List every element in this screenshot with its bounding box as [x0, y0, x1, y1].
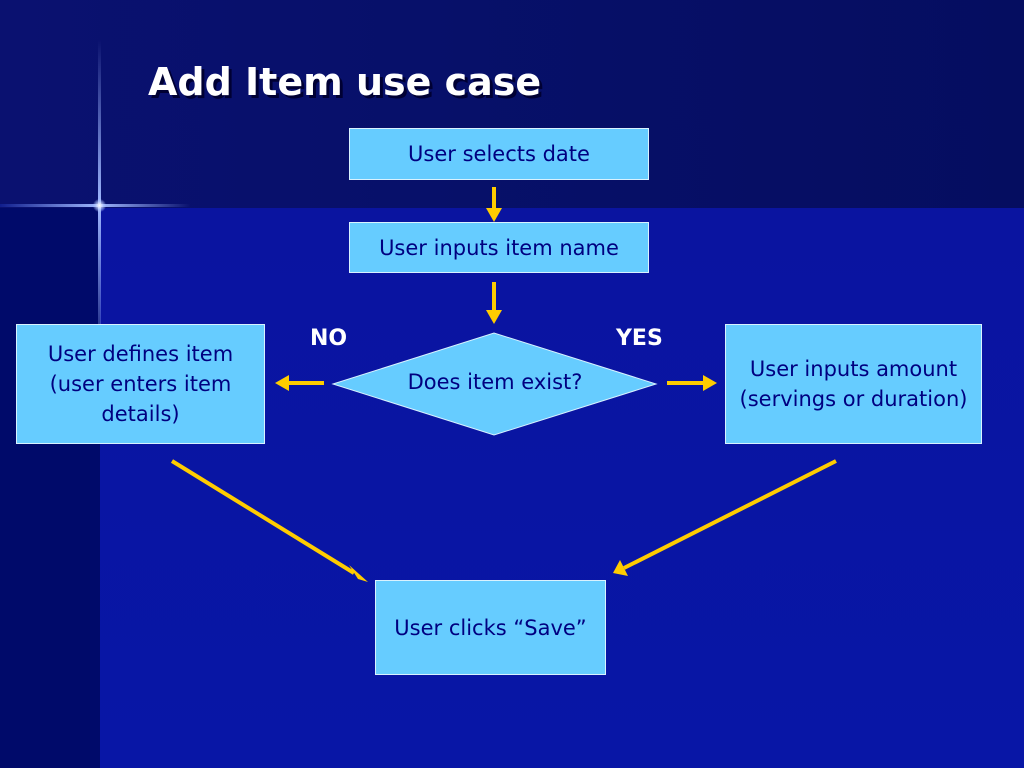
- define-item-box: User defines item (user enters item deta…: [16, 324, 265, 444]
- background-left-band: [0, 208, 100, 768]
- no-label: NO: [310, 326, 348, 351]
- start-box: User selects date: [349, 128, 649, 180]
- save-box: User clicks “Save”: [375, 580, 606, 675]
- slide-title: Add Item use case: [148, 60, 542, 104]
- arrow-yes-branch-to-save: [613, 459, 837, 576]
- yes-label: YES: [616, 326, 663, 351]
- item-name-input-box: User inputs item name: [349, 222, 649, 273]
- arrow-decision-to-no-branch: [275, 375, 324, 391]
- decision-label: Does item exist?: [407, 370, 583, 394]
- arrow-input-to-decision: [486, 282, 502, 324]
- arrow-no-branch-to-save: [170, 459, 368, 582]
- decision-diamond: [331, 332, 658, 436]
- input-amount-box: User inputs amount (servings or duration…: [725, 324, 982, 444]
- sparkle-star-icon: [93, 199, 106, 212]
- arrow-start-to-input: [486, 187, 502, 222]
- arrow-decision-to-yes-branch: [667, 375, 717, 391]
